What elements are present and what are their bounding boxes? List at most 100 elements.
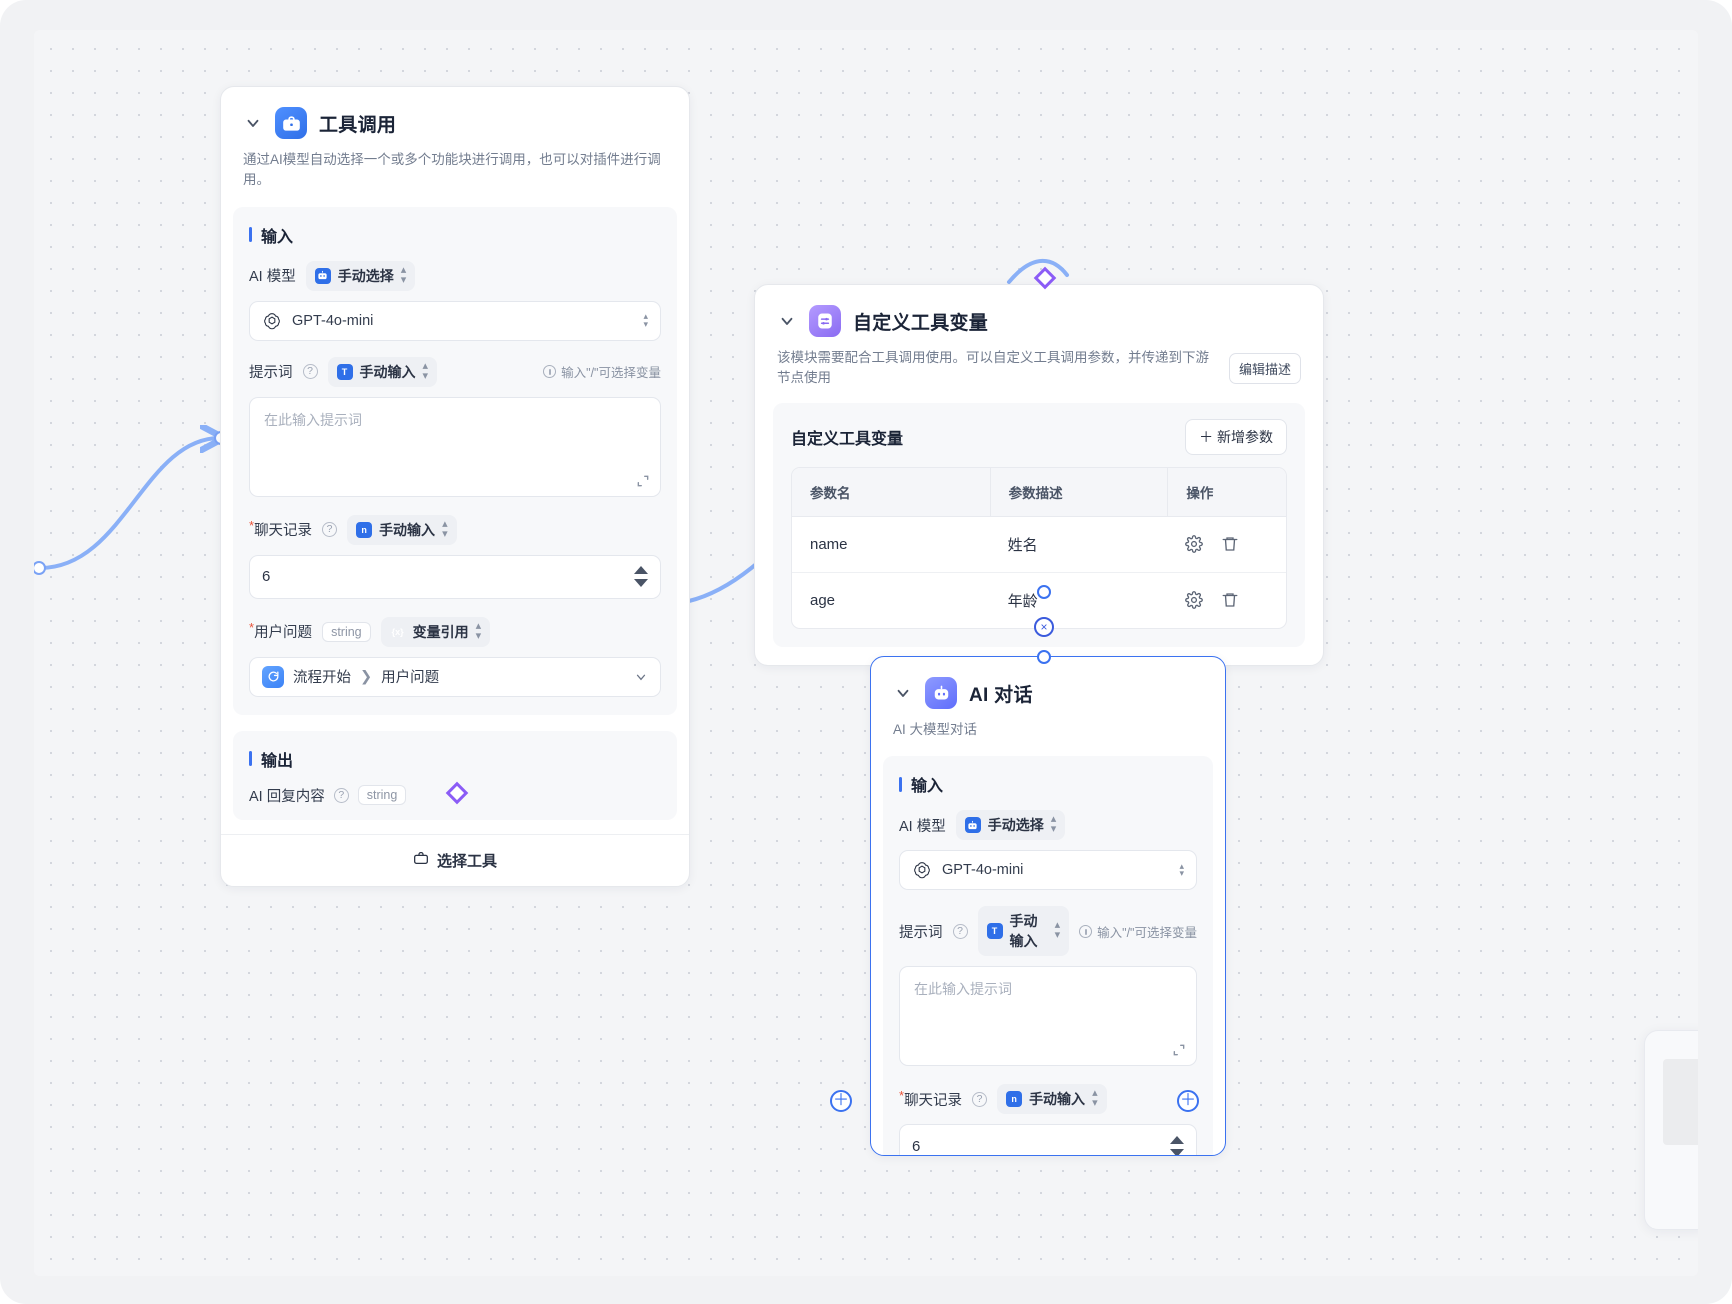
ai-model-select[interactable]: GPT-4o-mini ▴▾ — [249, 300, 661, 341]
stepper-down-icon[interactable] — [1170, 1148, 1184, 1155]
chevron-updown-icon: ▴▾ — [422, 359, 429, 382]
prompt-mode-label: 手动输入 — [1009, 913, 1038, 950]
input-section-title: 输入 — [899, 772, 1197, 796]
help-icon[interactable]: ? — [333, 787, 349, 803]
number-stepper[interactable] — [1170, 1135, 1184, 1155]
user-question-label: *用户问题 — [249, 620, 313, 641]
gear-icon[interactable] — [1185, 535, 1204, 553]
history-number-input[interactable]: 6 — [899, 1124, 1197, 1155]
prompt-label: 提示词 — [249, 365, 293, 381]
history-mode-label: 手动输入 — [1029, 1091, 1086, 1108]
robot-mini-icon — [964, 817, 981, 834]
cell-param-name: name — [792, 517, 990, 573]
flow-start-icon — [262, 665, 284, 688]
side-panel-peek[interactable] — [1644, 1030, 1698, 1230]
stepper-up-icon[interactable] — [1170, 1135, 1184, 1144]
number-stepper[interactable] — [634, 566, 648, 587]
variable-panel-header: 自定义工具变量 ＋ 新增参数 — [791, 418, 1287, 455]
cell-param-desc: 姓名 — [989, 517, 1168, 573]
user-question-variable-ref[interactable]: 流程开始 ❯ 用户问题 — [249, 656, 661, 697]
history-mode-select[interactable]: n 手动输入 ▴▾ — [997, 1084, 1107, 1115]
prompt-placeholder-text: 在此输入提示词 — [914, 981, 1012, 998]
help-icon[interactable]: ? — [952, 923, 968, 939]
node-title: AI 对话 — [969, 684, 1033, 706]
prompt-textarea[interactable]: 在此输入提示词 — [899, 966, 1197, 1067]
edit-description-button[interactable]: 编辑描述 — [1228, 352, 1301, 384]
variable-panel: 自定义工具变量 ＋ 新增参数 参数名 参数描述 操作 name — [773, 402, 1305, 647]
ai-model-mode-select[interactable]: 手动选择 ▴▾ — [955, 810, 1066, 841]
chevron-down-icon[interactable] — [634, 670, 648, 684]
toolbox-small-icon — [413, 850, 429, 870]
side-panel-placeholder — [1663, 1059, 1698, 1145]
prompt-hint: 输入"/"可选择变量 — [543, 362, 661, 381]
chevron-updown-icon[interactable]: ▴▾ — [1179, 861, 1184, 879]
prompt-hint-text: 输入"/"可选择变量 — [1097, 925, 1197, 940]
editor-viewport: 工具调用 通过AI模型自动选择一个或多个功能块进行调用，也可以对插件进行调用。 … — [34, 30, 1698, 1276]
input-section: 输入 AI 模型 手动选择 ▴▾ — [883, 756, 1213, 1155]
node-tool-call[interactable]: 工具调用 通过AI模型自动选择一个或多个功能块进行调用，也可以对插件进行调用。 … — [220, 86, 690, 887]
prompt-textarea[interactable]: 在此输入提示词 — [249, 396, 661, 497]
variable-mini-icon: {x} — [391, 626, 404, 637]
trash-icon[interactable] — [1221, 591, 1239, 609]
aichat-left-add-port[interactable]: ＋ — [830, 1090, 852, 1112]
delete-edge-button[interactable]: × — [1034, 617, 1054, 637]
output-section: 输出 AI 回复内容 ? string — [233, 730, 677, 820]
help-icon[interactable]: ? — [972, 1091, 988, 1107]
text-mini-icon: T — [986, 923, 1003, 940]
cell-param-desc: 年龄 — [1007, 592, 1038, 610]
node-ai-chat[interactable]: AI 对话 AI 大模型对话 输入 AI 模型 手动选择 ▴▾ — [870, 656, 1226, 1156]
ai-model-value: GPT-4o-mini — [942, 862, 1024, 879]
history-label: *聊天记录 — [249, 518, 313, 539]
chevron-updown-icon[interactable]: ▴▾ — [643, 311, 648, 329]
info-icon — [1079, 924, 1093, 938]
expand-icon[interactable] — [1172, 1043, 1186, 1057]
help-icon[interactable]: ? — [322, 522, 338, 537]
prompt-label: 提示词 — [899, 924, 943, 941]
table-row[interactable]: age 年龄 — [792, 573, 1286, 628]
node-description: 该模块需要配合工具调用使用。可以自定义工具调用参数，并传递到下游节点使用 编辑描… — [777, 348, 1301, 389]
canvas-source-port[interactable] — [34, 561, 46, 575]
prompt-mode-select[interactable]: T 手动输入 ▴▾ — [327, 356, 438, 387]
ai-model-label: AI 模型 — [249, 269, 296, 285]
variable-output-port[interactable] — [1037, 585, 1051, 599]
table-row[interactable]: name 姓名 — [792, 517, 1286, 573]
collapse-chevron-icon[interactable] — [893, 683, 913, 703]
node-title: 工具调用 — [319, 114, 397, 136]
add-parameter-button[interactable]: ＋ 新增参数 — [1185, 418, 1287, 455]
history-label: *聊天记录 — [899, 1087, 963, 1109]
cell-actions — [1167, 517, 1286, 573]
stepper-down-icon[interactable] — [634, 579, 648, 587]
aichat-input-port[interactable] — [1037, 650, 1051, 664]
expand-icon[interactable] — [636, 474, 650, 488]
prompt-hint-text: 输入"/"可选择变量 — [561, 366, 661, 380]
variable-panel-title: 自定义工具变量 — [791, 430, 904, 448]
prompt-mode-select[interactable]: T 手动输入 ▴▾ — [977, 906, 1070, 957]
history-mode-select[interactable]: n 手动输入 ▴▾ — [347, 514, 457, 545]
chevron-updown-icon: ▴▾ — [1050, 813, 1057, 836]
cell-param-name: age — [810, 591, 836, 609]
robot-mini-icon — [314, 267, 331, 284]
gear-icon[interactable] — [1185, 591, 1204, 609]
user-question-mode-select[interactable]: {x} 变量引用 ▴▾ — [380, 616, 491, 647]
prompt-hint: 输入"/"可选择变量 — [1079, 922, 1197, 941]
trash-icon[interactable] — [1221, 535, 1239, 553]
help-icon[interactable]: ? — [302, 364, 318, 379]
sliders-icon — [809, 305, 841, 337]
node-description: 通过AI模型自动选择一个或多个功能块进行调用，也可以对插件进行调用。 — [243, 150, 667, 191]
aichat-right-add-port[interactable]: ＋ — [1177, 1090, 1199, 1112]
select-tool-button[interactable]: 选择工具 — [221, 833, 689, 886]
stepper-up-icon[interactable] — [634, 566, 648, 574]
chevron-updown-icon: ▴▾ — [1054, 919, 1061, 942]
history-number-input[interactable]: 6 — [249, 554, 661, 599]
ai-model-mode-select[interactable]: 手动选择 ▴▾ — [305, 260, 416, 291]
output-row: AI 回复内容 ? string — [249, 785, 661, 806]
collapse-chevron-icon[interactable] — [243, 113, 263, 133]
chevron-updown-icon: ▴▾ — [400, 263, 407, 286]
node-custom-tool-variable[interactable]: 自定义工具变量 该模块需要配合工具调用使用。可以自定义工具调用参数，并传递到下游… — [754, 284, 1324, 666]
ai-model-select[interactable]: GPT-4o-mini ▴▾ — [899, 850, 1197, 891]
robot-icon — [925, 677, 957, 709]
collapse-chevron-icon[interactable] — [777, 311, 797, 331]
openai-logo-icon — [912, 860, 932, 880]
chevron-updown-icon: ▴▾ — [1092, 1087, 1098, 1110]
